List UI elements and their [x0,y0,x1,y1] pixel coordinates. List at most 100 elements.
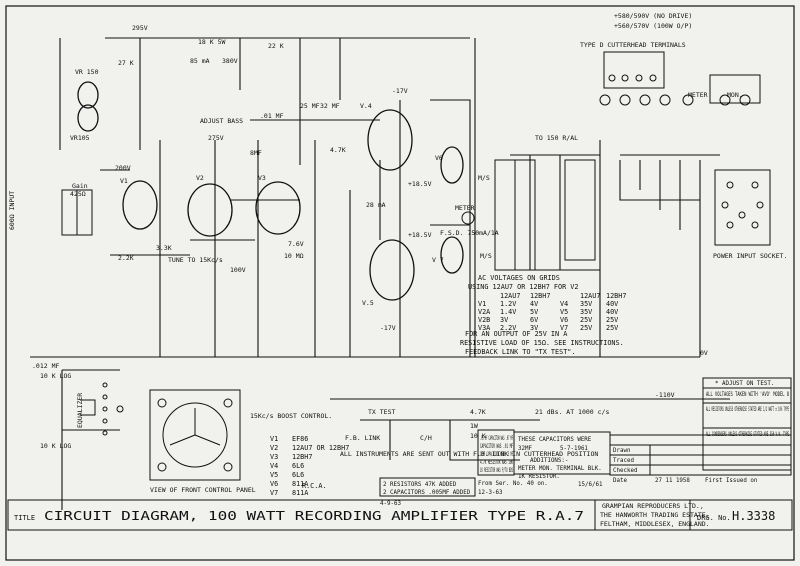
adjust-bass: ADJUST BASS [200,117,243,125]
transformers [61,159,596,271]
ac-subtitle: USING 12AU7 OR 12BH7 FOR V2 [468,283,579,291]
valve-v5 [369,239,415,301]
ac-table-cell: V2B [478,316,490,324]
v-380: 380V [222,57,238,65]
rev3-e: 1K RESISTOR WAS P/TO BDS [480,468,513,474]
v-v5: V.5 [362,299,374,307]
traced-label: Traced [613,458,634,464]
r-4-7k-fb: 4.7K [470,408,486,416]
v-100: 100V [230,266,246,274]
v-v4: V.4 [360,102,372,110]
notes-text: * ADJUST ON TEST. ALL VOLTAGES TAKEN WIT… [706,381,789,438]
rev2-b: 32MF [518,446,532,452]
ac-voltages-table: AC VOLTAGES ON GRIDS USING 12AU7 OR 12BH… [460,274,626,356]
revision-3-box [477,429,515,476]
r-18k: 18 K 5W [198,38,225,46]
supply-1: +580/590V (NO DRIVE) [614,12,692,20]
valve-type-id: V6 [270,480,278,488]
c-012: .012 MF [32,362,59,370]
equalizer-switch [80,382,124,436]
ms-1: M/S [478,174,490,182]
v-295: 295V [132,24,148,32]
i-28ma: 28 mA [366,201,386,209]
rev3-b: CAPACITOR WAS .01 MF [480,444,513,450]
ac-header-cell: 12AU7 [500,292,520,300]
ac-table-cell: V1 [478,300,486,308]
drawing-title: CIRCUIT DIAGRAM, 100 WATT RECORDING AMPL… [44,508,584,523]
c-32mf: 32 MF [320,102,340,110]
ac-header-cell: 12AU7 [580,292,600,300]
v-7-6: 7.6V [288,240,304,248]
ac-header-cell: 12BH7 [530,292,550,300]
v-18-5: +18.5V [408,180,432,188]
company-address-2: FELTHAM, MIDDLESEX, ENGLAND. [600,520,710,528]
input-label: 600Ω INPUT [8,191,16,230]
valve-type-id: V1 [270,435,278,443]
ac-table-cell: 25V [580,324,592,332]
ac-table-cell: 5V [530,308,538,316]
fb-link: F.B. LINK [345,434,380,442]
table-rules [7,377,793,531]
r-4-7k: 4.7K [330,146,346,154]
ac-table-cell: 25V [606,316,618,324]
note-avo: ALL VOLTAGES TAKEN WITH 'AVO' MODEL 8 [706,392,789,398]
ac-table-cell: 3V [530,324,538,332]
power-socket-label: POWER INPUT SOCKET. [713,252,787,260]
ac-table-cell: 1.2V [500,300,516,308]
ms-2: M/S [480,252,492,260]
supply-2: +560/570V (100W O/P) [614,22,692,30]
drg-label: DRG. No. [697,514,731,522]
valve-symbols [77,81,464,301]
title-label: TITLE [14,514,35,522]
ov-label: 0V [700,349,708,357]
cutterhead-terminals [599,51,761,106]
rev2-date: 5-7-1961 [560,446,588,452]
rev1-date: 15/6/61 [578,482,603,488]
valve-type-name: 6L6 [292,471,304,479]
rev3-d: 4.7K RESISTOR WAS 10K [480,460,513,466]
rev1-c: 1K RESISTOR. [518,474,560,480]
ac-table-cell: 2.2V [500,324,516,332]
ac-table-cell: 40V [606,308,618,316]
v-v2: V2 [196,174,204,182]
tx-test: TX TEST [368,408,395,416]
title-block-text: TITLE CIRCUIT DIAGRAM, 100 WATT RECORDIN… [14,502,775,528]
ac-table-cell: 35V [580,300,592,308]
r-10k: 10 K [470,432,486,440]
rev3-a: .05 MF CAPACITOR WAS .07 MF [480,436,513,442]
valve-type-name: 811A [292,489,308,497]
boost-label: 15Kc/s BOOST CONTROL. [250,412,332,420]
rev3-from: From Ser. No. 40 on. [478,481,548,487]
v-200: 200V [115,164,131,172]
valve-type-id: V2 [270,444,278,452]
valve-vr150 [77,81,99,109]
meter: METER [455,204,475,212]
feedback-transformer [564,159,596,261]
rev3-date: 12-3-63 [478,490,503,496]
valve-type-name: 12BH7 [292,453,312,461]
valve-vr105 [77,104,99,132]
valve-type-id: V7 [270,489,278,497]
equalizer-label: EQUALIZER [76,393,84,428]
ac-table-cell: V4 [560,300,568,308]
valve-v1 [122,180,158,230]
level-label: 21 dBs. AT 1000 c/s [535,408,609,416]
ac-note-3: FEEDBACK LINK TO "TX TEST". [465,348,576,356]
main-wiring [30,37,730,510]
rev1-a: ADDITIONS:- [530,458,568,464]
valve-type-id: V3 [270,453,278,461]
ac-table-cell: 4V [530,300,538,308]
v-v7: V 7 [432,256,444,264]
ac-table-cell: 25V [580,316,592,324]
rca-label: R.C.A. [302,482,327,490]
r-10m: 10 MΩ [284,252,304,260]
v-minus-17-b: -17V [380,324,396,332]
minus-110-label: -110V [655,391,675,399]
fsd: F.S.D. 750mA/1A [440,229,499,237]
ac-table-cell: V5 [560,308,568,316]
valve-type-id: V4 [270,462,278,470]
gain: Gain [72,182,88,190]
v-vr105: VR105 [70,134,90,142]
